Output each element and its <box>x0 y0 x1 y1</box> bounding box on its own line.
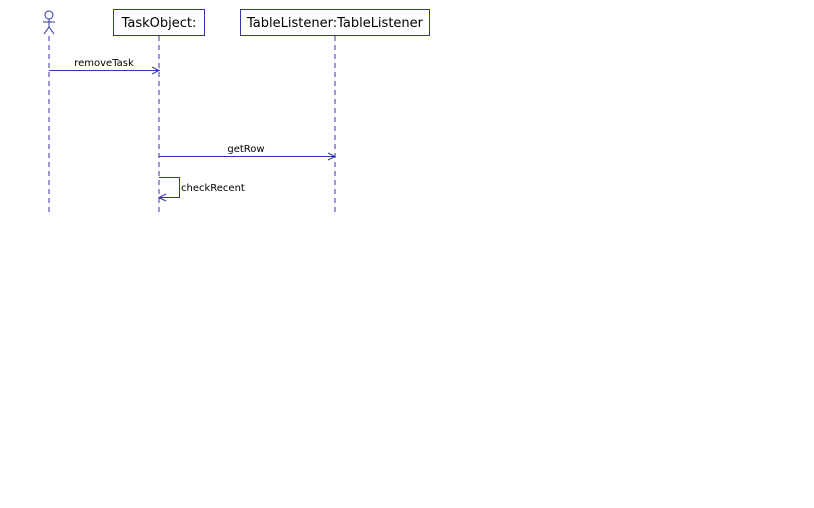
message-remove-task: removeTask <box>49 58 161 75</box>
message-get-row: getRow <box>159 144 337 161</box>
arrow-head-icon <box>157 193 167 202</box>
lifeline-task-object-label: TaskObject: <box>121 16 197 31</box>
lifeline-table-listener-box <box>240 9 430 36</box>
lifeline-table-listener-label: TableListener:TableListener <box>246 16 424 31</box>
arrow-head-icon <box>151 66 161 75</box>
lifeline-table-listener: TableListener:TableListener <box>240 9 430 36</box>
arrow-head-icon <box>327 152 337 161</box>
message-remove-task-label: removeTask <box>74 58 134 69</box>
lifeline-task-object-box <box>113 9 205 36</box>
message-get-row-label: getRow <box>227 144 264 155</box>
message-check-recent-line <box>159 177 180 198</box>
actor-icon <box>43 10 55 35</box>
message-check-recent-label: checkRecent <box>181 183 245 194</box>
message-check-recent: checkRecent <box>157 177 245 202</box>
lifeline-task-object: TaskObject: <box>113 9 205 36</box>
